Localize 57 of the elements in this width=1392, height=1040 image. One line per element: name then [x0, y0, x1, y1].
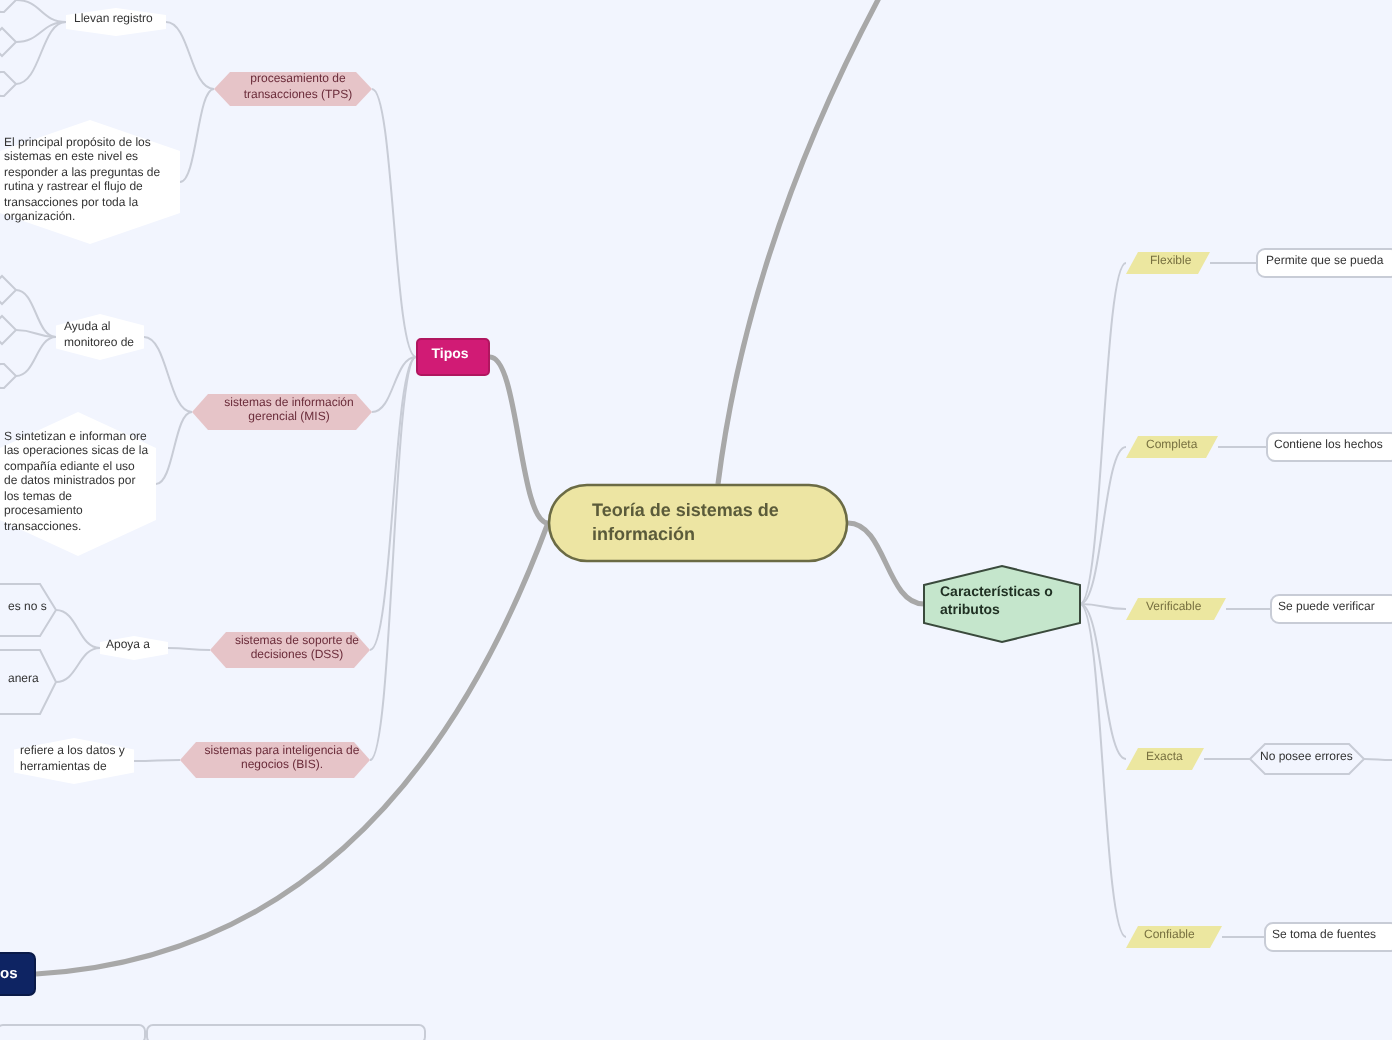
rounded-box [1266, 432, 1392, 462]
connector-line [1079, 603, 1127, 760]
connector-line [155, 411, 193, 485]
connector-line [488, 354, 550, 526]
note-hexagon [0, 120, 180, 244]
connector-line [847, 520, 925, 607]
connector-line [1079, 262, 1127, 605]
connector-line [1221, 936, 1265, 938]
connector-line [167, 647, 211, 651]
connector-line [1079, 603, 1127, 610]
note-bubble [14, 738, 134, 784]
connector-line [1079, 446, 1127, 605]
connector-line [15, 21, 67, 85]
connector-line [133, 759, 181, 762]
rounded-box [1264, 922, 1392, 952]
rounded-box [1270, 594, 1392, 624]
connector-line [1079, 603, 1127, 938]
connector-line [371, 88, 417, 358]
connector-line [715, 0, 883, 485]
note-bubble [66, 8, 166, 36]
connector-line [35, 522, 551, 977]
connector-line [55, 647, 101, 683]
connector-line [15, 329, 57, 338]
note-hexagon [0, 412, 156, 556]
note-bubble [100, 636, 168, 660]
outlined-hexagon [1250, 744, 1364, 774]
attribute-tag [1126, 926, 1222, 948]
connector-line [165, 21, 215, 90]
category-node [416, 338, 490, 376]
outlined-hexagon [0, 584, 56, 636]
connector-line [179, 88, 215, 183]
connector-line [369, 356, 417, 761]
attribute-tag [1126, 598, 1226, 620]
connector-line [15, 336, 57, 377]
rounded-box [1256, 248, 1392, 278]
attribute-tag [1126, 252, 1210, 274]
note-bubble [56, 314, 144, 360]
topic-title: Teoría de sistemas de información [592, 500, 781, 546]
subtopic-hexagon [210, 632, 370, 668]
connector-line [1209, 262, 1257, 264]
connector-line [1217, 446, 1267, 448]
subtopic-hexagon [214, 72, 372, 106]
outlined-hexagon [0, 650, 56, 714]
connector-line [369, 356, 417, 651]
connector-line [143, 336, 193, 413]
connector-line [1363, 758, 1392, 761]
connector-line [1203, 758, 1251, 760]
connector-line [1225, 608, 1271, 610]
connector-line [371, 356, 417, 413]
attribute-tag [1126, 748, 1204, 770]
central-topic [548, 484, 848, 562]
attribute-tag [1126, 436, 1218, 458]
subtopic-hexagon [180, 742, 370, 778]
connector-line [55, 609, 101, 649]
category-hexagon [924, 566, 1080, 642]
subtopic-hexagon [192, 394, 372, 430]
connector-line [15, 289, 57, 338]
